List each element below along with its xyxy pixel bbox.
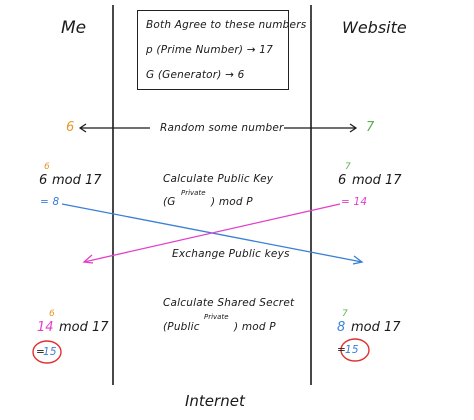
exchange-label: Exchange Public keys <box>172 248 290 260</box>
website-public-key: = 14 <box>341 196 368 208</box>
website-pub-mod: mod 17 <box>352 173 402 188</box>
me-pub-exponent: 6 <box>44 162 50 172</box>
shared-secret-title: Calculate Shared Secret <box>163 297 295 309</box>
me-secret-equals: = <box>36 346 45 358</box>
public-key-formula-tail: ) mod P <box>211 196 253 208</box>
agreement-box <box>137 10 289 90</box>
shared-secret-formula-tail: ) mod P <box>234 321 276 333</box>
agreement-line-3: G (Generator) → 6 <box>146 69 245 81</box>
public-key-formula-sup: Private <box>181 189 206 197</box>
random-label: Random some number <box>160 122 284 134</box>
me-secret-mod: mod 17 <box>59 320 109 335</box>
magenta-exchange-arrow <box>83 203 341 263</box>
public-key-formula-base: (G <box>163 196 176 208</box>
website-shared-secret: 15 <box>345 344 359 356</box>
internet-label: Internet <box>185 392 245 410</box>
agreement-line-2: p (Prime Number) → 17 <box>146 44 274 56</box>
me-secret-circle <box>32 340 62 364</box>
shared-secret-formula-sup: Private <box>204 313 229 321</box>
public-key-title: Calculate Public Key <box>163 173 274 185</box>
website-random-value: 7 <box>366 120 375 135</box>
shared-secret-formula-base: (Public <box>163 321 200 333</box>
me-random-value: 6 <box>66 120 75 135</box>
website-title: Website <box>342 18 407 37</box>
website-secret-exponent: 7 <box>342 309 348 319</box>
me-public-key: = 8 <box>40 196 60 208</box>
website-secret-base: 8 <box>337 320 346 335</box>
me-secret-exponent: 6 <box>49 309 55 319</box>
me-pub-mod: mod 17 <box>52 173 102 188</box>
me-shared-secret: 15 <box>43 346 57 358</box>
website-secret-equals: = <box>337 344 346 356</box>
website-secret-mod: mod 17 <box>351 320 401 335</box>
me-title: Me <box>61 18 87 38</box>
me-secret-base: 14 <box>37 320 54 335</box>
website-pub-base: 6 <box>338 173 347 188</box>
website-secret-circle <box>340 338 370 362</box>
me-pub-base: 6 <box>39 173 48 188</box>
website-pub-exponent: 7 <box>345 162 351 172</box>
agreement-line-1: Both Agree to these numbers <box>146 19 307 31</box>
